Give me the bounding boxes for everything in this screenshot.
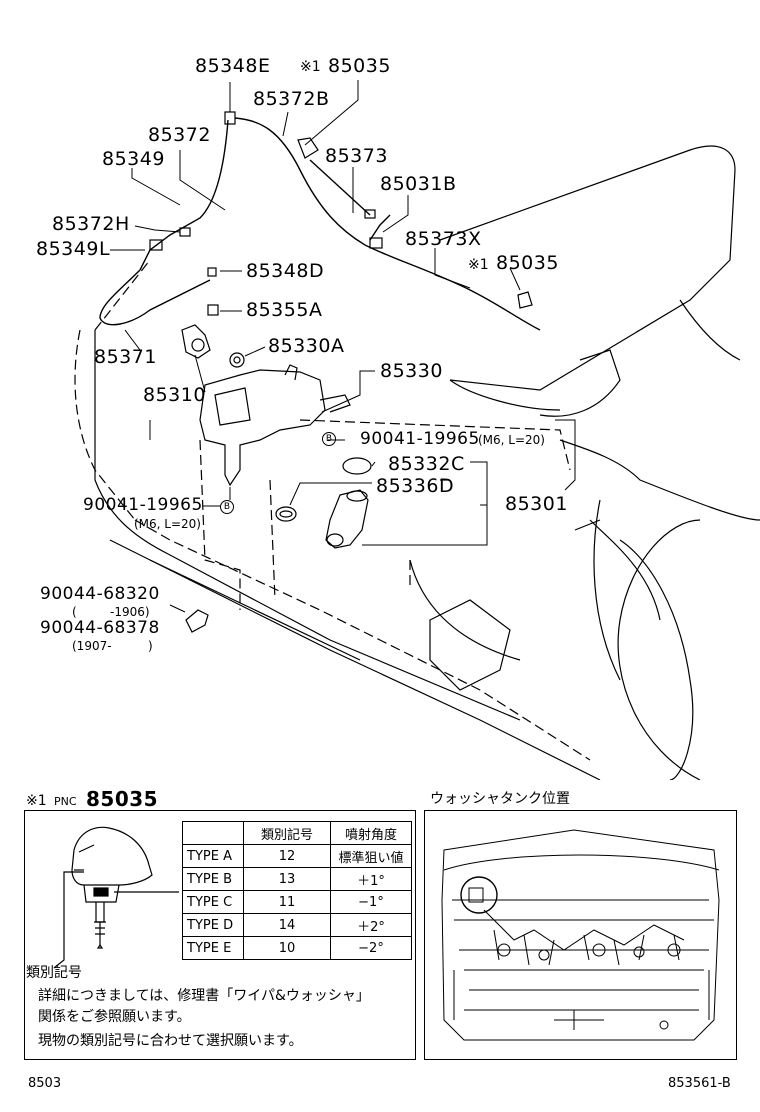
callout-85035-mid-mark: ※1 bbox=[468, 257, 489, 273]
callout-85031B: 85031B bbox=[380, 173, 457, 195]
tank-position-title: ウォッシャタンク位置 bbox=[430, 791, 570, 807]
table-row: TYPE A 12 標準狙い値 bbox=[182, 844, 412, 868]
callout-85372B: 85372B bbox=[253, 88, 330, 110]
callout-85332C: 85332C bbox=[388, 453, 465, 475]
callout-85035-top-mark: ※1 bbox=[300, 59, 321, 75]
callout-90041-19965-left-spec: (M6, L=20) bbox=[134, 517, 201, 531]
callout-85035-top: 85035 bbox=[328, 55, 391, 77]
component-sketches bbox=[149, 111, 533, 633]
table-cell-code: 10 bbox=[243, 936, 331, 960]
table-cell-code: 11 bbox=[243, 890, 331, 914]
callout-90044-68378-range-close: ) bbox=[148, 639, 153, 653]
callout-90044-68378: 90044-68378 bbox=[40, 618, 160, 638]
table-cell-code: 12 bbox=[243, 844, 331, 868]
table-cell-type: TYPE B bbox=[182, 867, 244, 891]
callout-85373: 85373 bbox=[325, 145, 388, 167]
legend-pnc-number: 85035 bbox=[86, 787, 159, 811]
nozzle-type-table: 類別記号 噴射角度 TYPE A 12 標準狙い値 TYPE B 13 ＋1° … bbox=[182, 821, 412, 960]
callout-85330: 85330 bbox=[380, 360, 443, 382]
table-cell-type: TYPE D bbox=[182, 913, 244, 937]
legend-pnc-label: PNC bbox=[54, 795, 77, 808]
callout-90044-68320-range: -1906) bbox=[110, 605, 150, 619]
callout-85336D: 85336D bbox=[376, 475, 455, 497]
callout-90041-19965-right: 90041-19965 bbox=[360, 429, 480, 449]
callout-90044-68378-range: (1907- bbox=[72, 639, 112, 653]
table-cell-code: 13 bbox=[243, 867, 331, 891]
parts-diagram bbox=[74, 80, 760, 780]
table-row: TYPE E 10 −2° bbox=[182, 936, 412, 960]
tank-position-box bbox=[424, 810, 737, 1060]
callout-90044-68320: 90044-68320 bbox=[40, 584, 160, 604]
table-row: TYPE D 14 ＋2° bbox=[182, 913, 412, 937]
callout-85373X: 85373X bbox=[405, 228, 482, 250]
leader-lines bbox=[110, 80, 521, 613]
vehicle-body-outline bbox=[74, 259, 591, 761]
table-header-code: 類別記号 bbox=[243, 821, 331, 845]
table-cell-angle: −2° bbox=[330, 936, 412, 960]
callout-85348E: 85348E bbox=[195, 55, 271, 77]
callout-90044-68320-range-open: ( bbox=[72, 605, 77, 619]
callout-90041-19965-left: 90041-19965 bbox=[83, 495, 203, 515]
washer-hoses bbox=[99, 117, 541, 331]
footer-left-code: 8503 bbox=[28, 1076, 62, 1091]
table-row: TYPE C 11 −1° bbox=[182, 890, 412, 914]
callout-85349L: 85349L bbox=[36, 238, 111, 260]
callout-85310: 85310 bbox=[143, 384, 206, 406]
table-cell-angle: −1° bbox=[330, 890, 412, 914]
table-cell-code: 14 bbox=[243, 913, 331, 937]
callout-85371: 85371 bbox=[94, 346, 157, 368]
callout-85372: 85372 bbox=[148, 124, 211, 146]
nozzle-sketch bbox=[53, 826, 179, 969]
code-label: 類別記号 bbox=[26, 965, 82, 981]
table-cell-angle: ＋1° bbox=[330, 867, 412, 891]
legend-mark: ※1 bbox=[26, 793, 47, 809]
table-header-blank bbox=[182, 821, 244, 845]
table-header-row: 類別記号 噴射角度 bbox=[182, 821, 412, 845]
callout-85355A: 85355A bbox=[246, 299, 323, 321]
callout-85301: 85301 bbox=[505, 493, 568, 515]
callout-85330A: 85330A bbox=[268, 335, 345, 357]
bolt2-circle-b: B bbox=[220, 500, 234, 514]
nozzle-type-box bbox=[24, 810, 416, 1060]
table-header-angle: 噴射角度 bbox=[330, 821, 412, 845]
callout-85372H: 85372H bbox=[52, 213, 130, 235]
table-row: TYPE B 13 ＋1° bbox=[182, 867, 412, 891]
bracket-lines bbox=[149, 419, 576, 491]
callout-85348D: 85348D bbox=[246, 260, 325, 282]
bolt1-circle-b: B bbox=[322, 432, 336, 446]
callout-85035-mid: 85035 bbox=[496, 252, 559, 274]
table-cell-angle: ＋2° bbox=[330, 913, 412, 937]
vehicle-body-solid bbox=[94, 145, 760, 780]
note-line-1: 詳細につきましては、修理書「ワイパ&ウォッシャ」 bbox=[38, 988, 370, 1004]
note-line-2: 関係をご参照願います。 bbox=[38, 1009, 191, 1025]
table-cell-type: TYPE A bbox=[182, 844, 244, 868]
note-line-3: 現物の類別記号に合わせて選択願います。 bbox=[38, 1033, 303, 1049]
tank-position-sketch bbox=[441, 829, 720, 1041]
callout-90041-19965-right-spec: (M6, L=20) bbox=[478, 433, 545, 447]
table-cell-type: TYPE E bbox=[182, 936, 244, 960]
table-cell-angle: 標準狙い値 bbox=[330, 844, 412, 868]
callout-85349: 85349 bbox=[102, 148, 165, 170]
footer-right-code: 853561-B bbox=[668, 1076, 731, 1091]
table-cell-type: TYPE C bbox=[182, 890, 244, 914]
